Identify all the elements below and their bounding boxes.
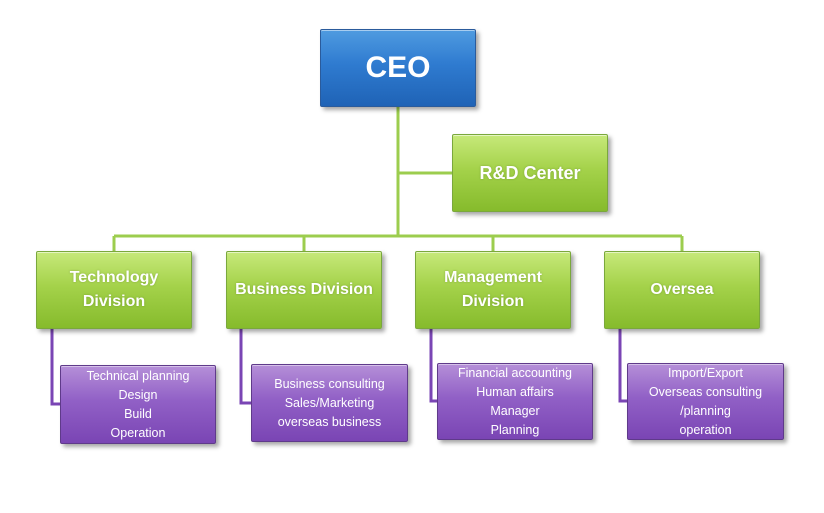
sub-unit-item: Manager [490, 403, 540, 418]
division-label-line: Oversea [650, 281, 714, 298]
sub-unit-oversea-box: Import/Export Overseas consulting /plann… [627, 363, 784, 440]
division-label-line: Division [461, 293, 525, 310]
sub-unit-item: Overseas consulting [648, 384, 763, 399]
division-label-line: Technology [69, 269, 159, 286]
division-management-box: Management Division [415, 251, 571, 329]
rd-center-box: R&D Center [452, 134, 608, 212]
sub-unit-2-connector [239, 329, 251, 405]
division-label-line: Management [444, 269, 542, 286]
division-technology-box: Technology Division [36, 251, 192, 329]
sub-unit-item: Financial accounting [458, 365, 572, 380]
division-label-line: Division [82, 293, 146, 310]
sub-unit-item: overseas business [277, 414, 382, 429]
sub-unit-item: /planning [680, 403, 731, 418]
sub-unit-technology-box: Technical planning Design Build Operatio… [60, 365, 216, 444]
sub-unit-item: Operation [110, 425, 166, 440]
sub-unit-item: Import/Export [667, 365, 744, 380]
ceo-label: CEO [365, 51, 431, 84]
sub-unit-business-box: Business consulting Sales/Marketing over… [251, 364, 408, 442]
sub-unit-3-connector [429, 329, 437, 403]
sub-unit-1-connector [50, 329, 60, 406]
sub-unit-management-box: Financial accounting Human affairs Manag… [437, 363, 593, 440]
division-label-line: Business Division [235, 281, 373, 298]
sub-unit-item: Build [124, 406, 152, 421]
division-oversea-box: Oversea [604, 251, 760, 329]
sub-unit-item: Planning [490, 422, 540, 437]
sub-unit-item: Business consulting [274, 376, 385, 391]
division-business-box: Business Division [226, 251, 382, 329]
rd-center-label: R&D Center [479, 163, 581, 183]
sub-unit-item: Human affairs [476, 384, 554, 399]
sub-unit-item: Sales/Marketing [284, 395, 375, 410]
ceo-box: CEO [320, 29, 476, 107]
sub-unit-item: operation [679, 422, 732, 437]
sub-unit-4-connector [618, 329, 627, 403]
sub-unit-item: Technical planning [86, 368, 190, 383]
sub-unit-item: Design [118, 387, 158, 402]
